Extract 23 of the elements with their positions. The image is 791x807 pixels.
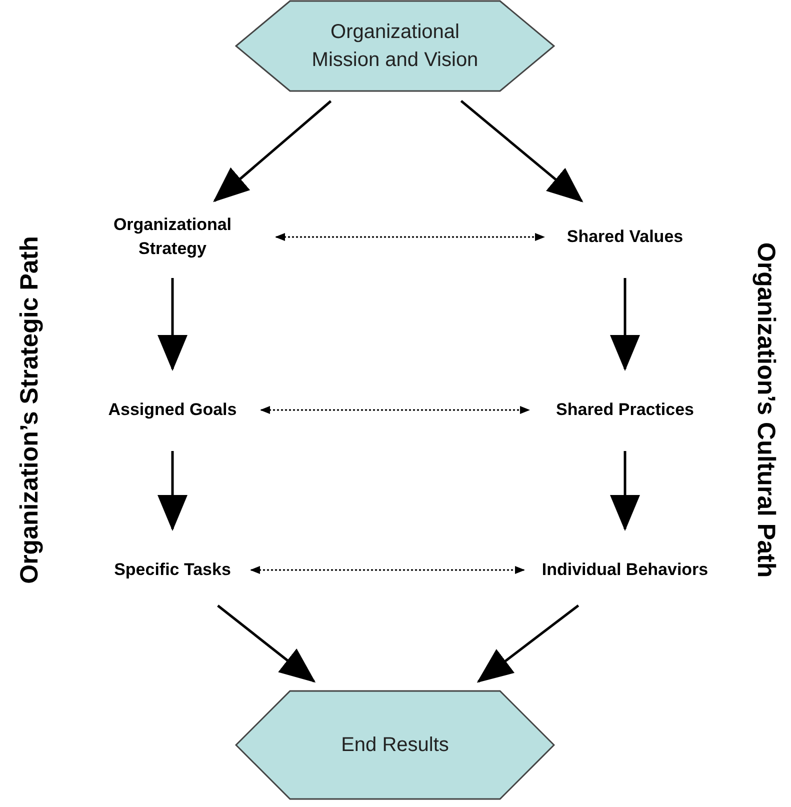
node-label: Shared Values [566,226,684,248]
side-label: Organization’s Cultural Path [750,242,781,578]
node-label: Organizational Strategy [112,214,233,260]
dotted-double-arrow [275,233,545,241]
arrow [610,278,640,371]
arrow [158,278,188,371]
arrow [158,451,188,531]
hexagon-node [235,690,555,800]
arrow [610,451,640,531]
node-label: Organizational Mission and Vision [310,20,480,73]
hexagon-node [235,0,555,92]
dotted-double-arrow [250,566,525,574]
arrow [460,100,584,202]
arrow [476,604,580,683]
node-label: Specific Tasks [114,559,231,581]
node-label: Shared Practices [556,399,694,421]
node-label: End Results [340,733,450,758]
arrow [213,100,332,202]
side-label: Organization’s Strategic Path [14,236,44,584]
node-label: Assigned Goals [108,399,237,421]
dotted-double-arrow [260,406,530,414]
arrow [217,604,316,683]
node-label: Individual Behaviors [542,559,708,581]
